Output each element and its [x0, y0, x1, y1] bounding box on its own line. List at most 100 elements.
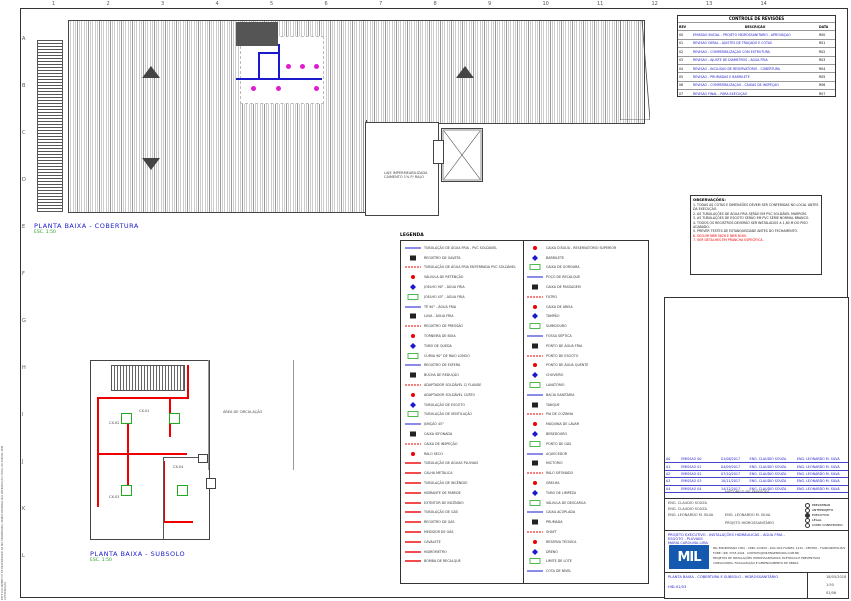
- grid-letter: D: [22, 177, 26, 183]
- water-tank: [236, 22, 278, 46]
- red-pipe: [163, 461, 165, 521]
- drawing-title: PLANTA BAIXA - COBERTURA E SUBSOLO - HID…: [668, 575, 779, 579]
- legend-symbol-icon: [527, 333, 543, 339]
- legend-symbol-icon: [527, 548, 543, 555]
- radio-icon[interactable]: [805, 523, 810, 528]
- legend-item: REGISTRO DE GÁS: [405, 517, 523, 527]
- legend-item: PONTO DE ÁGUA QUENTE: [527, 361, 645, 371]
- revision-cell: EMISSÃO INICIAL - PROJETO HIDROSSANITÁRI…: [693, 33, 791, 38]
- legend-item-label: TORNEIRA DE BOIA: [424, 334, 456, 339]
- legend-item: TANQUE: [527, 400, 645, 410]
- revision-cell: R06: [819, 83, 826, 88]
- box-label: CX-04: [173, 465, 184, 469]
- notes-lines: 1. TODAS AS COTAS E DIMENSÕES DEVEM SER …: [691, 203, 821, 243]
- legend-item-label: HIDRANTE DE PAREDE: [424, 490, 461, 495]
- legend-symbol-icon: [527, 539, 543, 545]
- legend-symbol-icon: [527, 382, 543, 388]
- legend-item-label: TUBULAÇÃO DE ÁGUAS PLUVIAIS: [424, 461, 479, 466]
- legend-item: COTA DE NÍVEL: [527, 566, 645, 576]
- legend-symbol-icon: [405, 255, 421, 261]
- history-cell: EMISSÃO 00: [681, 457, 702, 462]
- legend-item: CAIXA ACOPLADA: [527, 508, 645, 518]
- legend-item-label: REGISTRO DE GAVETA: [424, 255, 461, 260]
- radio-icon[interactable]: [805, 508, 810, 513]
- legend-symbol-icon: [405, 451, 421, 457]
- legend-item-label: SHAFT: [546, 530, 557, 534]
- legend-item-label: CALHA METÁLICA: [424, 471, 453, 476]
- legend-symbol-icon: [405, 245, 421, 251]
- legend-item: CHUVEIRO: [527, 370, 645, 380]
- legend-item-label: TUBULAÇÃO DE GÁS: [424, 510, 458, 515]
- history-cell: ENG. CLAUDIO SOUZA: [749, 486, 787, 491]
- grid-letter: B: [22, 83, 26, 89]
- red-pipe: [97, 397, 187, 399]
- legend-item-label: LUVA - ÁGUA FRIA: [424, 314, 454, 319]
- legend-item: TUBULAÇÃO DE ÁGUAS PLUVIAIS: [405, 459, 523, 469]
- roof-plan-title: PLANTA BAIXA - COBERTURA: [34, 222, 139, 230]
- note-line: 3. AS TUBULAÇÕES DE ESGOTO SERÃO EM PVC …: [693, 216, 810, 221]
- roof-lower-area: [68, 120, 367, 213]
- legend-item-label: ADAPTADOR SOLDÁVEL C/ FLANGE: [424, 383, 482, 388]
- status-option[interactable]: ANTEPROJETO: [805, 508, 843, 513]
- legend-item: TUBULAÇÃO DE ÁGUA FRIA - PVC SOLDÁVEL: [405, 243, 523, 253]
- radio-icon[interactable]: [805, 503, 810, 508]
- status-option-label: EXECUTIVO: [812, 513, 830, 517]
- grid-number: 6: [324, 1, 328, 7]
- legend-item: GRELHA: [527, 478, 645, 488]
- roof-plan-scale: ESC. 1:50: [34, 230, 56, 235]
- legend-item-label: JUNÇÃO 45°: [424, 422, 444, 427]
- status-option[interactable]: LEGAL: [805, 518, 843, 523]
- status-option[interactable]: EXECUTIVO: [805, 513, 843, 518]
- legend-symbol-icon: [527, 245, 543, 251]
- legend-item: AQUECEDOR: [527, 449, 645, 459]
- legend-item-label: TÊ 90° - ÁGUA FRIA: [424, 304, 457, 309]
- radio-icon[interactable]: [805, 513, 810, 518]
- legend-item: BOMBA DE RECALQUE: [405, 557, 523, 567]
- legend-symbol-icon: [405, 362, 421, 368]
- history-cell: EMISSÃO 01: [681, 464, 702, 469]
- legend-item-label: CAIXA SIFONADA: [424, 432, 453, 437]
- legend-item: MICTÓRIO: [527, 459, 645, 469]
- legend-symbol-icon: [405, 304, 421, 310]
- legend-item: TUBO DE QUEDA: [405, 341, 523, 351]
- grid-letter: K: [22, 506, 26, 512]
- history-cell: A2: [666, 471, 671, 476]
- legend-symbol-icon: [527, 313, 543, 320]
- rev-col-header: DESCRIÇÃO: [744, 24, 766, 29]
- legend-item: PRUMADA: [527, 517, 645, 527]
- legend-item-label: RESERVA TÉCNICA: [546, 539, 577, 544]
- legend-item: PONTO DE ESGOTO: [527, 351, 645, 361]
- legend-symbol-icon: [405, 382, 421, 388]
- pipe-node: [314, 64, 319, 69]
- history-cell: A1: [666, 464, 671, 469]
- legend-item-label: CAIXA DE INSPEÇÃO: [424, 441, 458, 446]
- blue-pipe-v1: [278, 44, 280, 80]
- legend-item: HIDRANTE DE PAREDE: [405, 488, 523, 498]
- project-area: PROJETO EXECUTIVO - INSTALAÇÕES HIDRÁULI…: [665, 530, 848, 547]
- legend-item: VÁLVULA DE RETENÇÃO: [405, 272, 523, 282]
- legend-item: HIDRÔMETRO: [405, 547, 523, 557]
- status-option[interactable]: PRELIMINAR: [805, 503, 843, 508]
- legend-item: TUBULAÇÃO DE INCÊNDIO: [405, 478, 523, 488]
- legend-item-label: JOELHO 45° - ÁGUA FRIA: [424, 294, 465, 299]
- grid-number: 2: [106, 1, 110, 7]
- revision-cell: REVISÃO - INCLUSÃO DE RESERVATÓRIO - COB…: [693, 66, 780, 71]
- revision-cell: R00: [819, 33, 826, 38]
- radio-icon[interactable]: [805, 518, 810, 523]
- legend-item: MEDIDOR DE GÁS: [405, 527, 523, 537]
- legend-item-label: MÁQUINA DE LAVAR: [546, 422, 580, 427]
- company-logo: MIL: [669, 545, 709, 569]
- status-option[interactable]: COMO CONSTRUÍDO: [805, 523, 843, 528]
- legend-item: ADAPTADOR SOLDÁVEL C/ FLANGE: [405, 380, 523, 390]
- basement-plan-title: PLANTA BAIXA - SUBSOLO: [90, 550, 186, 558]
- legend-item-label: TANQUE: [546, 402, 560, 407]
- legend-item: CAIXA DE AREIA: [527, 302, 645, 312]
